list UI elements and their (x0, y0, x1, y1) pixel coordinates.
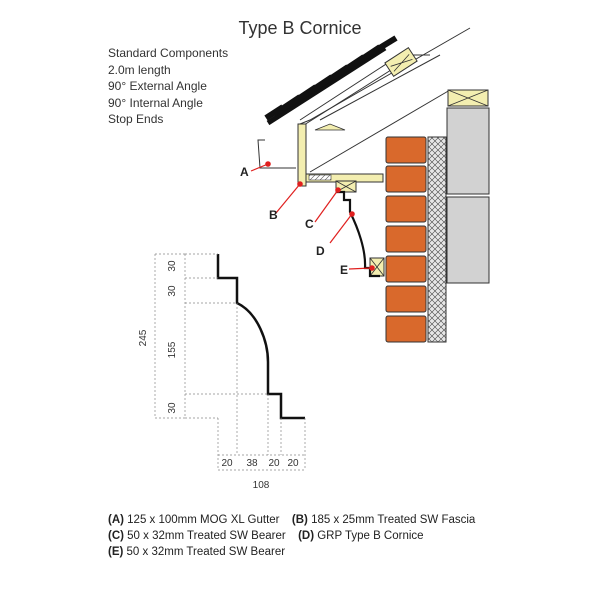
cornice-profile-section (216, 254, 305, 420)
wall-plate-timber (447, 89, 489, 107)
dim-v-total: 245 (138, 329, 149, 346)
legend-text: 185 x 25mm Treated SW Fascia (307, 514, 476, 526)
component-item: 2.0m length (108, 62, 171, 77)
page-title: Type B Cornice (238, 18, 362, 38)
component-item: Stop Ends (108, 112, 164, 126)
callout-b: B (269, 208, 278, 222)
cavity-insulation (427, 136, 447, 343)
brick-wall (385, 136, 427, 343)
callout-a: A (240, 165, 249, 179)
components-heading: Standard Components (108, 46, 229, 60)
block-wall (446, 107, 490, 284)
component-item: 90° External Angle (108, 79, 207, 93)
callout-leaders (250, 161, 375, 271)
dim-h-4: 20 (287, 458, 299, 469)
callout-d: D (316, 244, 325, 258)
roof-tiles (264, 35, 398, 126)
gutter-outline (257, 139, 296, 169)
dim-v-3: 155 (167, 341, 178, 358)
callout-e: E (340, 263, 348, 277)
component-legend: (A) 125 x 100mm MOG XL Gutter (B) 185 x … (108, 512, 475, 560)
dim-h-total: 108 (253, 480, 270, 491)
component-item: 90° Internal Angle (108, 95, 203, 110)
legend-key: (C) (108, 530, 124, 542)
dim-h-1: 20 (221, 458, 233, 469)
legend-key: (B) (291, 514, 308, 526)
dim-v-1: 30 (167, 260, 178, 272)
standard-components-list: Standard Components 2.0m length 90° Exte… (108, 45, 228, 128)
callout-c: C (305, 217, 314, 231)
legend-key: (D) (298, 530, 315, 542)
soffit-vent (308, 174, 332, 181)
fascia-board (297, 123, 307, 187)
legend-row: (E) 50 x 32mm Treated SW Bearer (108, 544, 475, 560)
dim-h-2: 38 (246, 458, 258, 469)
legend-text: GRP Type B Cornice (314, 530, 424, 542)
legend-row: (C) 50 x 32mm Treated SW Bearer (D) GRP … (108, 528, 475, 544)
legend-key: (A) (108, 514, 124, 526)
legend-row: (A) 125 x 100mm MOG XL Gutter (B) 185 x … (108, 512, 475, 528)
dimension-lines (154, 253, 306, 471)
legend-text: 50 x 32mm Treated SW Bearer (123, 546, 286, 558)
dim-h-3: 20 (268, 458, 280, 469)
legend-text: 125 x 100mm MOG XL Gutter (123, 514, 280, 526)
rafter-timber (384, 46, 418, 78)
legend-text: 50 x 32mm Treated SW Bearer (123, 530, 286, 542)
dim-v-4: 30 (167, 402, 178, 414)
dim-v-2: 30 (167, 285, 178, 297)
legend-key: (E) (108, 546, 124, 558)
